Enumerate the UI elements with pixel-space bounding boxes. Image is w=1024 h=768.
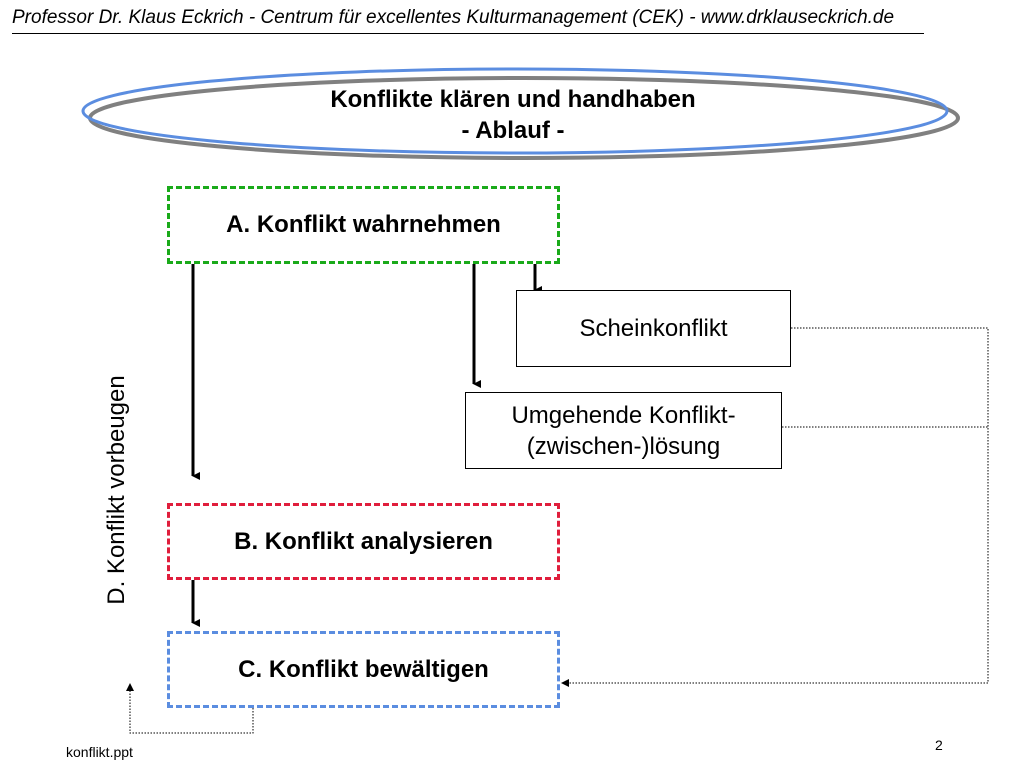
step-a-box: A. Konflikt wahrnehmen xyxy=(167,186,560,264)
umgehende-loesung-line-1: Umgehende Konflikt- xyxy=(511,401,736,429)
step-b-box: B. Konflikt analysieren xyxy=(167,503,560,580)
footer-filename: konflikt.ppt xyxy=(66,744,133,760)
scheinkonflikt-box: Scheinkonflikt xyxy=(516,290,791,367)
umgehende-loesung-line-2: (zwischen-)lösung xyxy=(526,432,721,460)
step-d-label: D. Konflikt vorbeugen xyxy=(103,375,130,605)
title-ellipse-blue xyxy=(81,67,949,155)
step-a-label: A. Konflikt wahrnehmen xyxy=(226,211,501,238)
step-c-box: C. Konflikt bewältigen xyxy=(167,631,560,708)
header-text: Professor Dr. Klaus Eckrich - Centrum fü… xyxy=(12,7,895,28)
umgehende-loesung-box: Umgehende Konflikt- (zwischen-)lösung xyxy=(465,392,782,469)
page-number: 2 xyxy=(935,737,943,753)
step-c-label: C. Konflikt bewältigen xyxy=(238,655,489,683)
title-line-1: Konflikte klären und handhaben xyxy=(330,86,696,113)
step-b-label: B. Konflikt analysieren xyxy=(234,527,493,555)
dotted-arrow-c-to-d xyxy=(126,683,254,734)
title-line-2: - Ablauf - xyxy=(461,117,565,144)
diagram-title: Konflikte klären und handhaben - Ablauf … xyxy=(200,84,826,146)
dotted-line-schein xyxy=(791,327,989,683)
scheinkonflikt-label: Scheinkonflikt xyxy=(579,315,728,342)
header-rule xyxy=(12,33,924,34)
